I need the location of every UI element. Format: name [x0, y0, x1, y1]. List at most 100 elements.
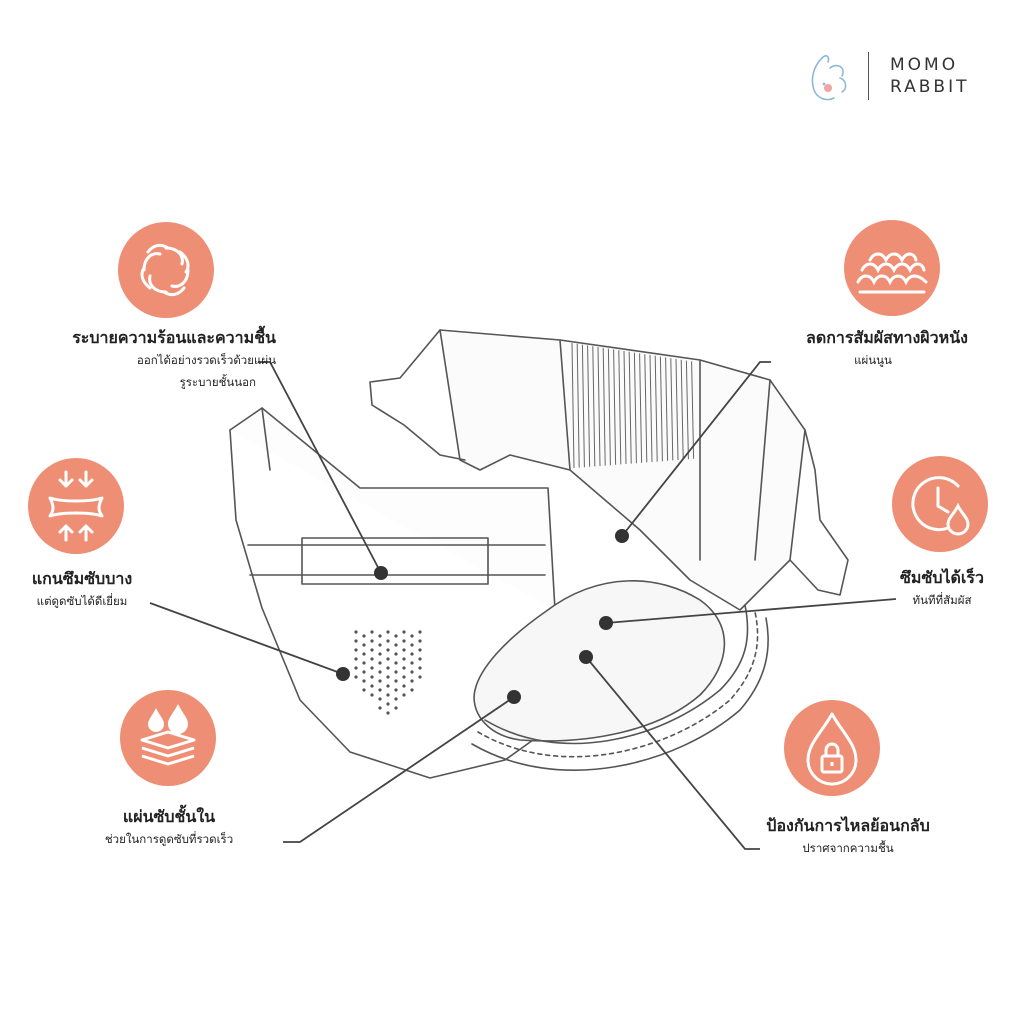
- waistband-rib: [654, 355, 658, 462]
- water-layers-icon: [120, 690, 216, 786]
- waistband-rib: [602, 347, 606, 466]
- vent-dot: [418, 675, 422, 679]
- vent-dot: [418, 639, 422, 643]
- feature-title: แกนซึมซับบาง: [31, 569, 133, 588]
- vent-dot: [362, 643, 366, 647]
- vent-dot: [386, 702, 390, 706]
- vent-dot: [410, 652, 414, 656]
- waistband-rib: [592, 346, 596, 467]
- waistband-rib: [685, 360, 689, 460]
- callout-point: [579, 650, 593, 664]
- vent-dot: [354, 657, 358, 661]
- vent-dot: [370, 666, 374, 670]
- vent-dot: [410, 688, 414, 692]
- feature-title: ระบายความร้อนและความชื้น: [72, 328, 276, 347]
- vent-dot: [410, 679, 414, 683]
- feature-desc: แผ่นนูน: [854, 353, 892, 367]
- vent-dot: [402, 693, 406, 697]
- waistband-rib: [607, 348, 611, 466]
- vent-dot: [370, 693, 374, 697]
- waistband-rib: [675, 358, 679, 461]
- vent-dot: [386, 684, 390, 688]
- vent-dot: [354, 666, 358, 670]
- waistband-rib: [659, 356, 663, 462]
- vent-dot: [378, 661, 382, 665]
- vent-dot: [386, 666, 390, 670]
- waistband-rib: [670, 358, 674, 461]
- feature-desc: ช่วยในการดูดซับที่รวดเร็ว: [104, 832, 234, 846]
- vent-dot: [410, 670, 414, 674]
- callout-point: [507, 690, 521, 704]
- vent-dot: [386, 711, 390, 715]
- vent-dot: [378, 652, 382, 656]
- vent-dot: [362, 661, 366, 665]
- waistband-rib: [571, 342, 575, 469]
- waistband-rib: [597, 346, 601, 467]
- vent-dot: [386, 648, 390, 652]
- vent-dot: [418, 648, 422, 652]
- vent-dot: [354, 630, 358, 634]
- embossed-waves-icon: [844, 220, 940, 316]
- waistband-rib: [644, 354, 648, 463]
- waistband-rib: [691, 361, 695, 459]
- vent-dot: [402, 666, 406, 670]
- feature-thin-core: แกนซึมซับบาง แต่ดูดซับได้ดีเยี่ยม: [28, 568, 136, 612]
- vent-dot: [378, 697, 382, 701]
- vent-dot: [394, 634, 398, 638]
- rabbit-logo-icon: [811, 55, 847, 101]
- waistband-rib: [639, 353, 643, 463]
- waistband-rib: [587, 345, 591, 467]
- callout-point: [374, 566, 388, 580]
- feature-desc: ปราศจากความชื้น: [802, 841, 894, 855]
- vent-dot: [378, 706, 382, 710]
- brand-name-line1: MOMO: [890, 55, 959, 75]
- waistband-rib: [618, 350, 622, 465]
- vent-dot: [370, 639, 374, 643]
- brand-logo: MOMO RABBIT: [800, 48, 990, 108]
- feature-anti-leak: ป้องกันการไหลย้อนกลับ ปราศจากความชื้น: [740, 815, 956, 859]
- vent-dot: [402, 675, 406, 679]
- vent-dot: [378, 643, 382, 647]
- vent-dot: [354, 675, 358, 679]
- waistband-rib: [665, 357, 669, 461]
- vent-dot: [402, 648, 406, 652]
- vent-dot: [402, 657, 406, 661]
- feature-desc: ออกได้อย่างรวดเร็วด้วยแผ่น: [136, 353, 276, 367]
- waistband-rib: [581, 344, 585, 468]
- vent-dot: [362, 670, 366, 674]
- vent-dot: [370, 675, 374, 679]
- vent-dot: [386, 675, 390, 679]
- vent-dot: [378, 679, 382, 683]
- feature-title: ป้องกันการไหลย้อนกลับ: [766, 816, 930, 835]
- vent-dot: [410, 661, 414, 665]
- vent-dot: [386, 657, 390, 661]
- vent-dot: [418, 630, 422, 634]
- vent-dot: [394, 670, 398, 674]
- vent-dot: [394, 706, 398, 710]
- vent-dot: [410, 643, 414, 647]
- vent-dot: [410, 634, 414, 638]
- waistband-rib: [628, 351, 632, 464]
- feature-desc: ทันทีที่สัมผัส: [912, 593, 972, 607]
- vent-dot: [354, 639, 358, 643]
- vent-dot: [370, 648, 374, 652]
- feature-title: แผ่นซับชั้นใน: [122, 807, 216, 826]
- vent-dot: [378, 688, 382, 692]
- vent-dot: [394, 697, 398, 701]
- swirl-icon: [118, 222, 214, 318]
- feature-fast-absorb: ซึมซับได้เร็ว ทันทีที่สัมผัส: [886, 567, 998, 611]
- vent-dot: [378, 634, 382, 638]
- feature-inner-layer: แผ่นซับชั้นใน ช่วยในการดูดซับที่รวดเร็ว: [86, 806, 252, 850]
- vent-dot: [402, 639, 406, 643]
- waistband-rib: [576, 343, 580, 468]
- vent-dot: [386, 630, 390, 634]
- brand-name: MOMO RABBIT: [890, 54, 969, 98]
- vent-dot: [370, 630, 374, 634]
- lock-drop-icon: [784, 700, 880, 796]
- vent-dot: [418, 657, 422, 661]
- absorbent-core-icon: [28, 458, 124, 554]
- vent-dot: [370, 684, 374, 688]
- brand-name-line2: RABBIT: [890, 77, 970, 97]
- brand-divider: [868, 52, 869, 100]
- feature-desc: รูระบายชั้นนอก: [179, 375, 256, 389]
